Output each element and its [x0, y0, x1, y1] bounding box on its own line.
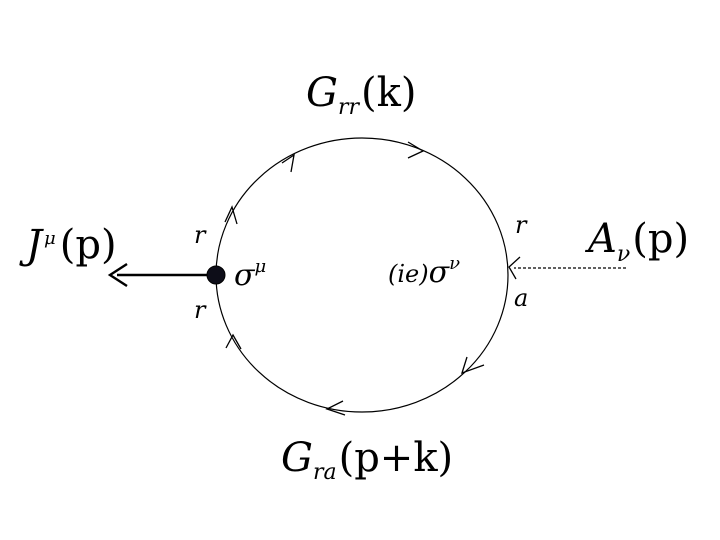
arrow-top-right-icon — [407, 141, 425, 159]
right-vertex-factor: (ie)σν — [388, 253, 460, 290]
bottom-propagator-label: Gra(p+k) — [281, 435, 453, 485]
arrow-top-left-icon — [281, 153, 295, 173]
arrow-right-vertex-icon — [508, 256, 521, 280]
gauge-field-label: Aν(p) — [584, 216, 689, 267]
left-vertex-factor: σμ — [234, 256, 266, 293]
arrow-bottom-icon — [325, 400, 346, 416]
arrow-left-upper-icon — [224, 205, 238, 225]
left-vertex-upper-label: r — [194, 221, 207, 249]
top-propagator-label: Grr(k) — [306, 70, 416, 120]
right-vertex-upper-label: r — [515, 211, 528, 239]
left-vertex-lower-label: r — [194, 296, 207, 324]
loop-arrows — [224, 141, 521, 416]
current-arrowhead-icon — [107, 262, 128, 288]
arrow-right-lower-icon — [460, 356, 485, 375]
left-vertex-dot — [206, 265, 226, 285]
right-vertex-lower-label: a — [514, 284, 528, 312]
arrow-left-lower-icon — [225, 333, 242, 350]
